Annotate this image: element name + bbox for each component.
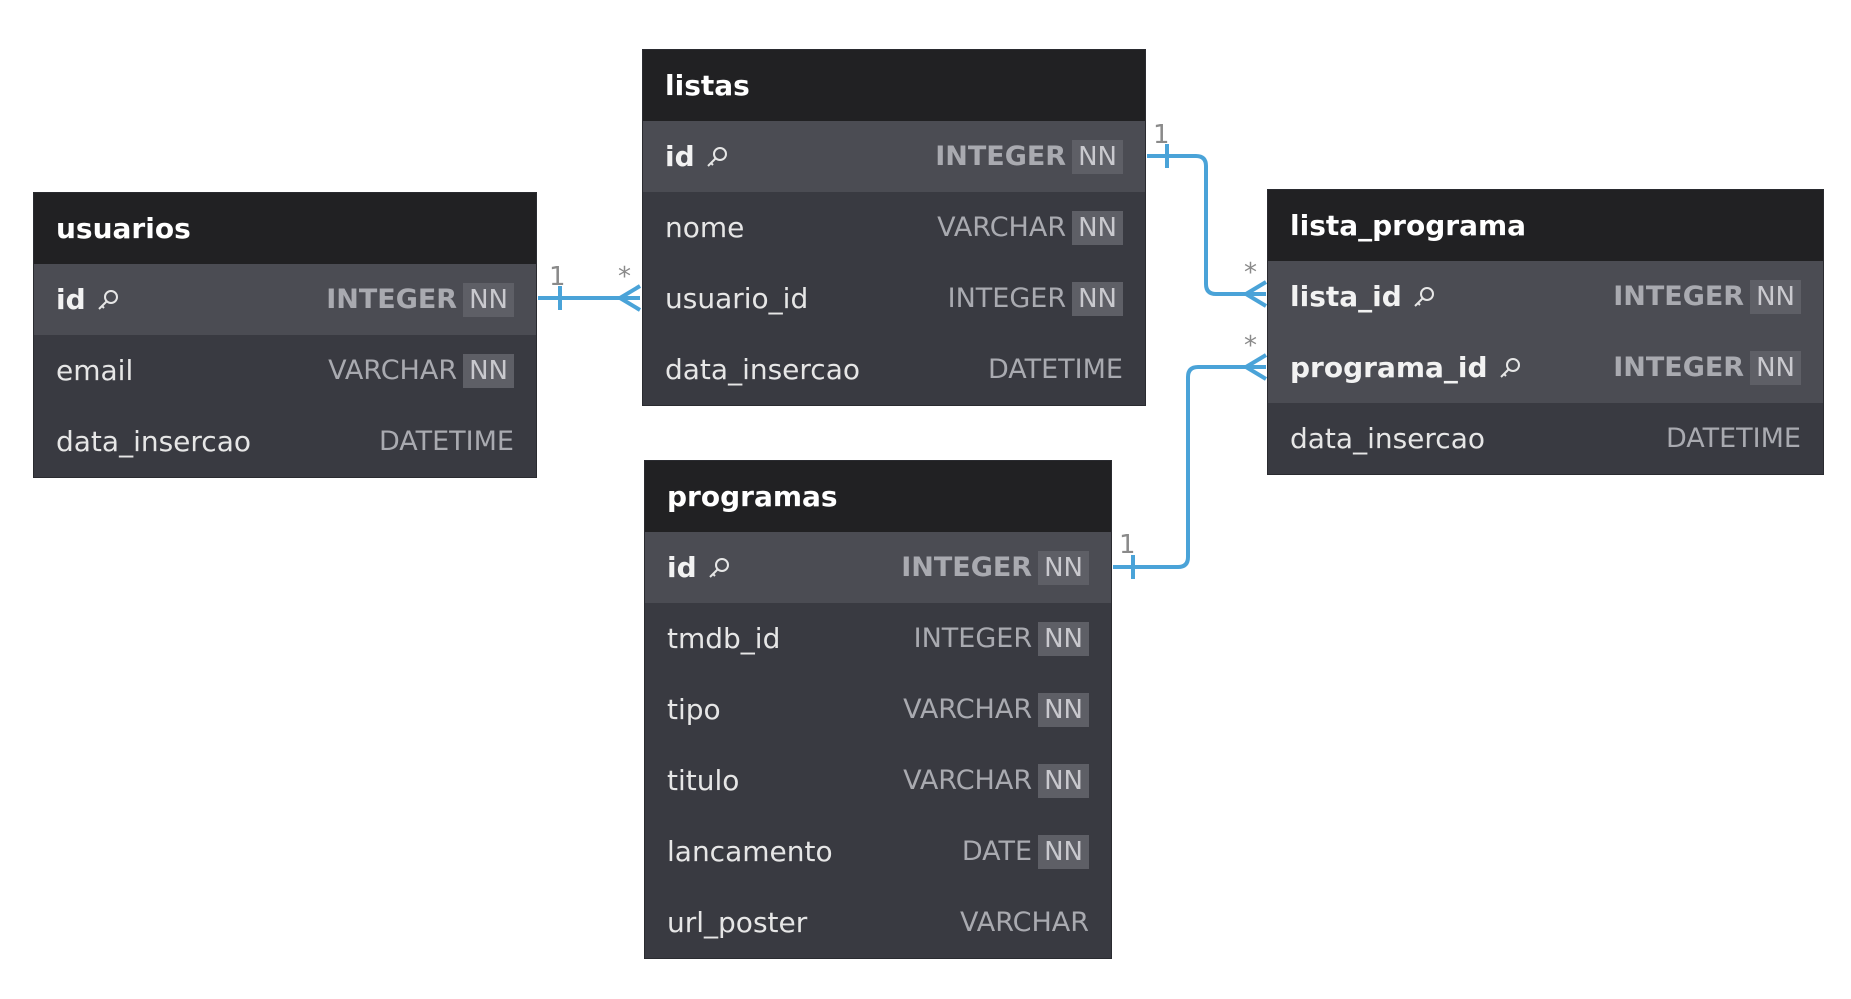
not-null-badge: NN <box>1038 763 1089 798</box>
column-name: data_insercao <box>665 353 860 386</box>
table-programas[interactable]: programas id INTEGER NN tmdb_id INTEGER … <box>645 461 1111 958</box>
many-label: * <box>1244 258 1257 288</box>
column-row-lancamento[interactable]: lancamento DATE NN <box>645 816 1111 887</box>
column-row-data-insercao[interactable]: data_insercao DATETIME <box>34 406 536 477</box>
column-type: INTEGER <box>1613 352 1745 383</box>
column-name: lancamento <box>667 835 833 868</box>
table-lista-programa[interactable]: lista_programa lista_id INTEGER NN progr… <box>1268 190 1823 474</box>
column-name: programa_id <box>1290 351 1488 384</box>
column-name: data_insercao <box>56 425 251 458</box>
column-type: INTEGER <box>901 552 1033 583</box>
relationship-listas-lista-programa: 1 * <box>1147 120 1268 308</box>
column-name: email <box>56 354 134 387</box>
column-row-nome[interactable]: nome VARCHAR NN <box>643 192 1145 263</box>
primary-key-icon <box>1499 357 1520 378</box>
not-null-badge: NN <box>463 282 514 317</box>
column-row-id[interactable]: id INTEGER NN <box>34 264 536 335</box>
not-null-badge: NN <box>1750 350 1801 385</box>
column-type: INTEGER <box>935 141 1067 172</box>
column-row-programa-id[interactable]: programa_id INTEGER NN <box>1268 332 1823 403</box>
column-row-tmdb-id[interactable]: tmdb_id INTEGER NN <box>645 603 1111 674</box>
column-row-url-poster[interactable]: url_poster VARCHAR <box>645 887 1111 958</box>
column-row-lista-id[interactable]: lista_id INTEGER NN <box>1268 261 1823 332</box>
column-row-titulo[interactable]: titulo VARCHAR NN <box>645 745 1111 816</box>
not-null-badge: NN <box>1072 281 1123 316</box>
table-title[interactable]: usuarios <box>34 193 536 264</box>
primary-key-icon <box>97 289 118 310</box>
column-row-tipo[interactable]: tipo VARCHAR NN <box>645 674 1111 745</box>
many-marker <box>1244 353 1268 381</box>
many-label: * <box>618 262 631 292</box>
column-name: data_insercao <box>1290 422 1485 455</box>
not-null-badge: NN <box>1072 210 1123 245</box>
column-row-usuario-id[interactable]: usuario_id INTEGER NN <box>643 263 1145 334</box>
column-type: DATETIME <box>987 354 1123 385</box>
one-label: 1 <box>1153 120 1170 150</box>
one-label: 1 <box>1119 530 1136 560</box>
column-name: id <box>56 283 86 316</box>
column-type: INTEGER <box>1613 281 1745 312</box>
column-type: VARCHAR <box>959 907 1089 938</box>
column-name: tipo <box>667 693 721 726</box>
column-name: lista_id <box>1290 280 1402 313</box>
column-name: usuario_id <box>665 282 809 315</box>
table-listas[interactable]: listas id INTEGER NN nome VARCHAR NN usu… <box>643 50 1145 405</box>
column-type: VARCHAR <box>903 765 1033 796</box>
many-marker <box>618 284 642 312</box>
column-row-data-insercao[interactable]: data_insercao DATETIME <box>1268 403 1823 474</box>
relationship-programas-lista-programa: 1 * <box>1113 331 1268 579</box>
table-title[interactable]: lista_programa <box>1268 190 1823 261</box>
column-type: VARCHAR <box>328 355 458 386</box>
column-type: INTEGER <box>326 284 458 315</box>
many-marker <box>1244 280 1268 308</box>
column-name: url_poster <box>667 906 808 939</box>
not-null-badge: NN <box>1038 692 1089 727</box>
primary-key-icon <box>708 557 729 578</box>
not-null-badge: NN <box>1750 279 1801 314</box>
column-type: DATETIME <box>378 426 514 457</box>
not-null-badge: NN <box>463 353 514 388</box>
column-name: tmdb_id <box>667 622 781 655</box>
column-row-id[interactable]: id INTEGER NN <box>643 121 1145 192</box>
many-label: * <box>1244 331 1257 361</box>
table-usuarios[interactable]: usuarios id INTEGER NN email VARCHAR NN … <box>34 193 536 477</box>
not-null-badge: NN <box>1038 834 1089 869</box>
column-type: VARCHAR <box>903 694 1033 725</box>
column-row-email[interactable]: email VARCHAR NN <box>34 335 536 406</box>
primary-key-icon <box>1414 286 1434 307</box>
not-null-badge: NN <box>1072 139 1123 174</box>
relationship-usuarios-listas: 1 * <box>538 262 642 312</box>
not-null-badge: NN <box>1038 621 1089 656</box>
primary-key-icon <box>706 146 727 167</box>
table-title[interactable]: listas <box>643 50 1145 121</box>
column-name: nome <box>665 211 745 244</box>
column-name: id <box>667 551 697 584</box>
column-type: DATE <box>961 836 1033 867</box>
column-name: id <box>665 140 695 173</box>
column-name: titulo <box>667 764 740 797</box>
column-type: VARCHAR <box>937 212 1067 243</box>
column-type: DATETIME <box>1665 423 1801 454</box>
column-row-id[interactable]: id INTEGER NN <box>645 532 1111 603</box>
column-row-data-insercao[interactable]: data_insercao DATETIME <box>643 334 1145 405</box>
not-null-badge: NN <box>1038 550 1089 585</box>
table-title[interactable]: programas <box>645 461 1111 532</box>
one-label: 1 <box>549 262 566 292</box>
column-type: INTEGER <box>947 283 1067 314</box>
column-type: INTEGER <box>913 623 1033 654</box>
